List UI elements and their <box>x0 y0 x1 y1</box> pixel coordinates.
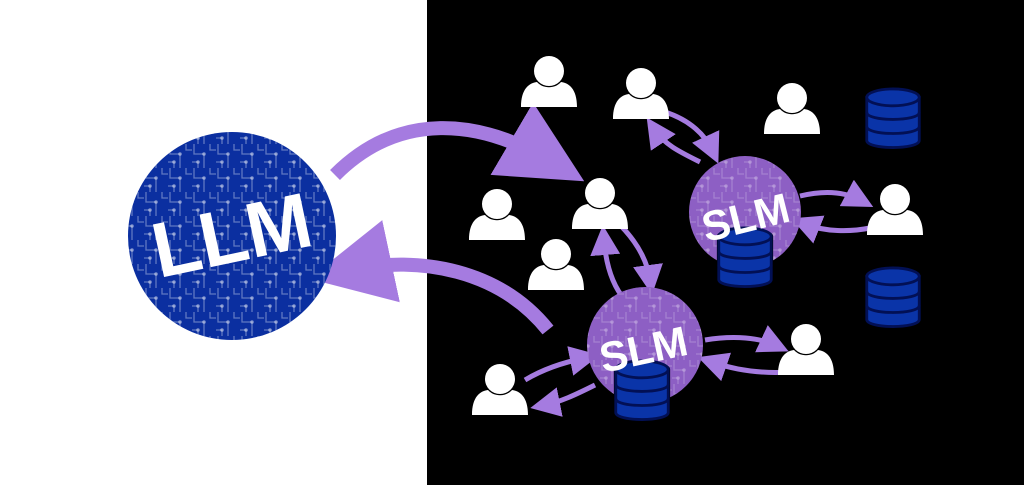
database-icon <box>863 266 923 328</box>
llm-node: LLM <box>128 132 336 340</box>
arrow-network-to-llm <box>308 220 554 335</box>
arrow-llm-to-network <box>330 102 585 182</box>
slm-node-1: SLM <box>689 156 801 288</box>
slm-node-2: SLM <box>587 287 703 421</box>
database-icon <box>863 87 923 149</box>
